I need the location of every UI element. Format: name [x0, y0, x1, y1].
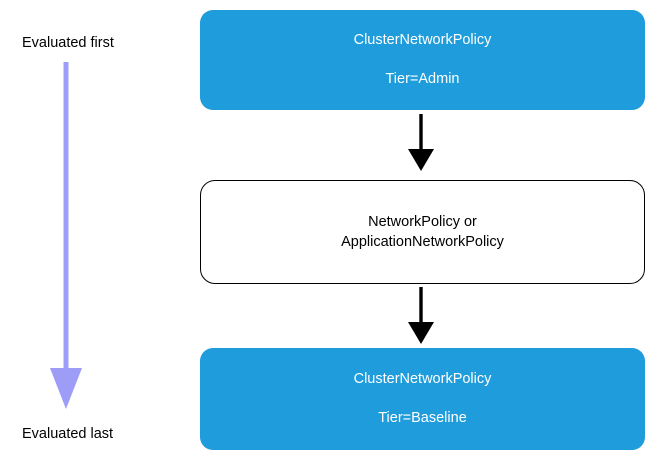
node-network-policy-or-application-network-policy[interactable]: NetworkPolicy or ApplicationNetworkPolic… — [200, 180, 645, 284]
node-mid-primary-label: NetworkPolicy or — [368, 213, 477, 230]
connector-admin-to-middle-arrow-icon — [400, 114, 442, 172]
evaluation-order-arrow-icon — [44, 62, 88, 410]
connector-middle-to-baseline-arrow-icon — [400, 287, 442, 345]
node-cluster-network-policy-admin[interactable]: ClusterNetworkPolicy Tier=Admin — [200, 10, 645, 110]
node-mid-secondary-label: ApplicationNetworkPolicy — [341, 233, 504, 250]
evaluated-first-label: Evaluated first — [22, 35, 114, 51]
node-baseline-primary-label: ClusterNetworkPolicy — [353, 371, 492, 388]
node-cluster-network-policy-baseline[interactable]: ClusterNetworkPolicy Tier=Baseline — [200, 348, 645, 450]
node-baseline-secondary-label: Tier=Baseline — [378, 410, 467, 426]
evaluated-last-label: Evaluated last — [22, 426, 114, 442]
node-admin-secondary-label: Tier=Admin — [385, 71, 460, 87]
node-admin-primary-label: ClusterNetworkPolicy — [353, 32, 492, 49]
